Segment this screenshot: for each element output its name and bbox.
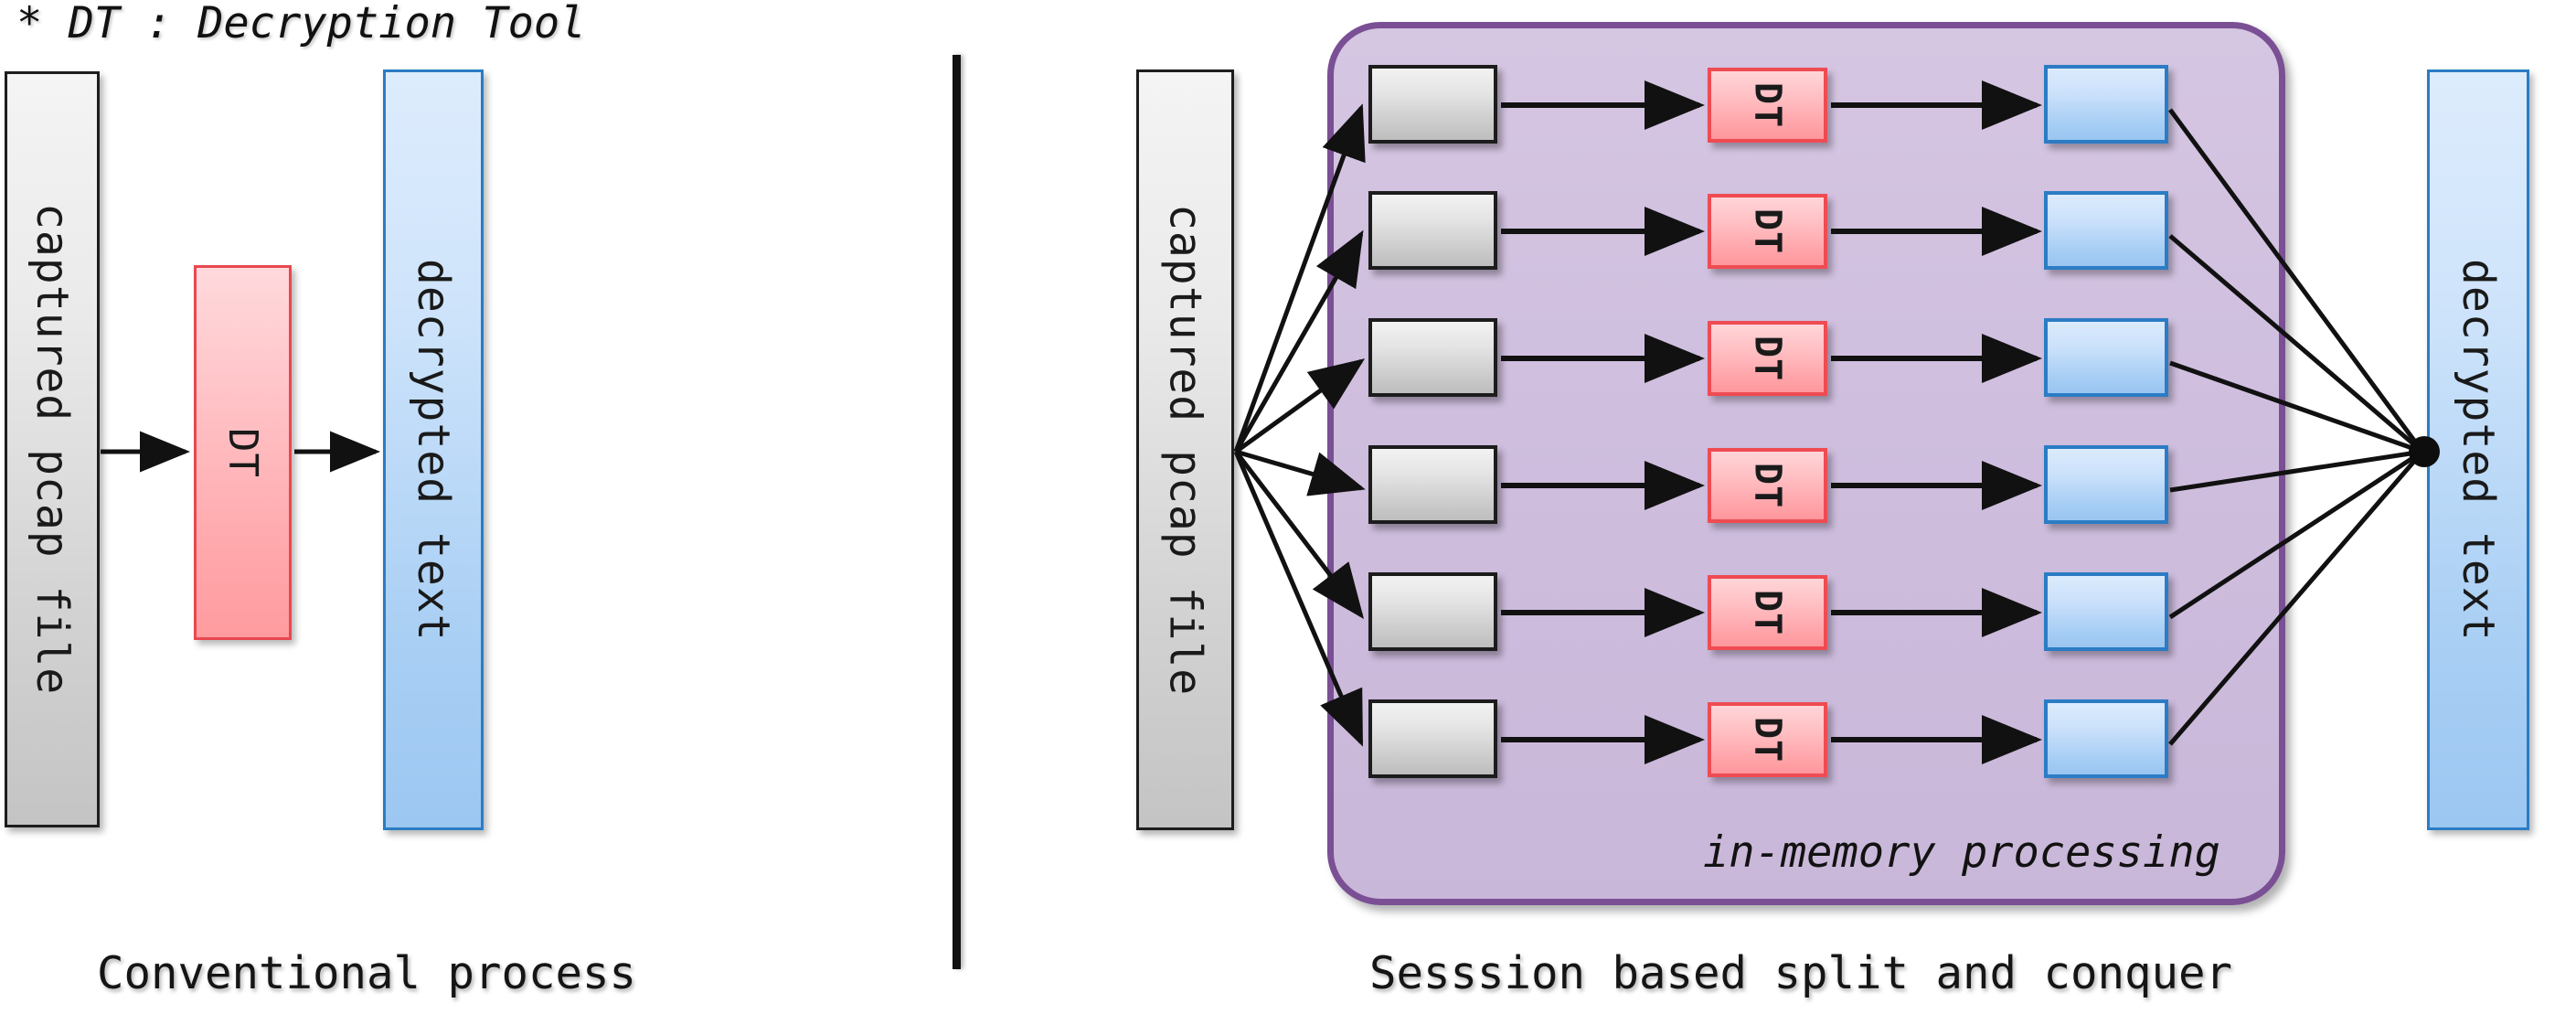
legend-note: * DT : Decryption Tool — [16, 0, 586, 48]
dt-box-2: DT — [1708, 194, 1827, 269]
right-output-box: decrypted text — [2427, 69, 2529, 830]
session-box-2 — [1368, 191, 1497, 270]
session-box-5 — [1368, 572, 1497, 651]
result-box-6 — [2044, 699, 2168, 778]
left-input-label: captured pcap file — [27, 203, 78, 696]
session-box-4 — [1368, 445, 1497, 524]
session-box-6 — [1368, 699, 1497, 778]
right-input-box: captured pcap file — [1136, 69, 1234, 830]
left-dt-label: DT — [219, 427, 266, 478]
dt-box-1: DT — [1708, 68, 1827, 143]
left-panel-caption: Conventional process — [97, 947, 637, 999]
dt-box-1-label: DT — [1746, 81, 1789, 129]
dt-box-6: DT — [1708, 702, 1827, 777]
right-output-label: decrypted text — [2453, 258, 2504, 642]
dt-box-3: DT — [1708, 321, 1827, 396]
left-input-box: captured pcap file — [5, 71, 100, 827]
left-output-box: decrypted text — [383, 69, 484, 830]
dt-box-5: DT — [1708, 575, 1827, 650]
result-box-3 — [2044, 318, 2168, 397]
panel-divider — [953, 55, 961, 969]
dt-box-5-label: DT — [1746, 589, 1789, 636]
result-box-4 — [2044, 445, 2168, 524]
dt-box-6-label: DT — [1746, 716, 1789, 763]
dt-box-3-label: DT — [1746, 335, 1789, 382]
right-input-label: captured pcap file — [1159, 203, 1211, 697]
dt-box-2-label: DT — [1746, 208, 1789, 255]
session-box-1 — [1368, 65, 1497, 144]
dt-box-4: DT — [1708, 448, 1827, 523]
dt-box-4-label: DT — [1746, 462, 1789, 509]
left-output-label: decrypted text — [408, 258, 459, 642]
result-box-5 — [2044, 572, 2168, 651]
session-box-3 — [1368, 318, 1497, 397]
right-panel-caption: Sesssion based split and conquer — [1369, 947, 2233, 999]
left-dt-box: DT — [194, 265, 292, 640]
result-box-1 — [2044, 65, 2168, 144]
in-memory-label: in-memory processing — [1703, 827, 2220, 878]
result-box-2 — [2044, 191, 2168, 270]
